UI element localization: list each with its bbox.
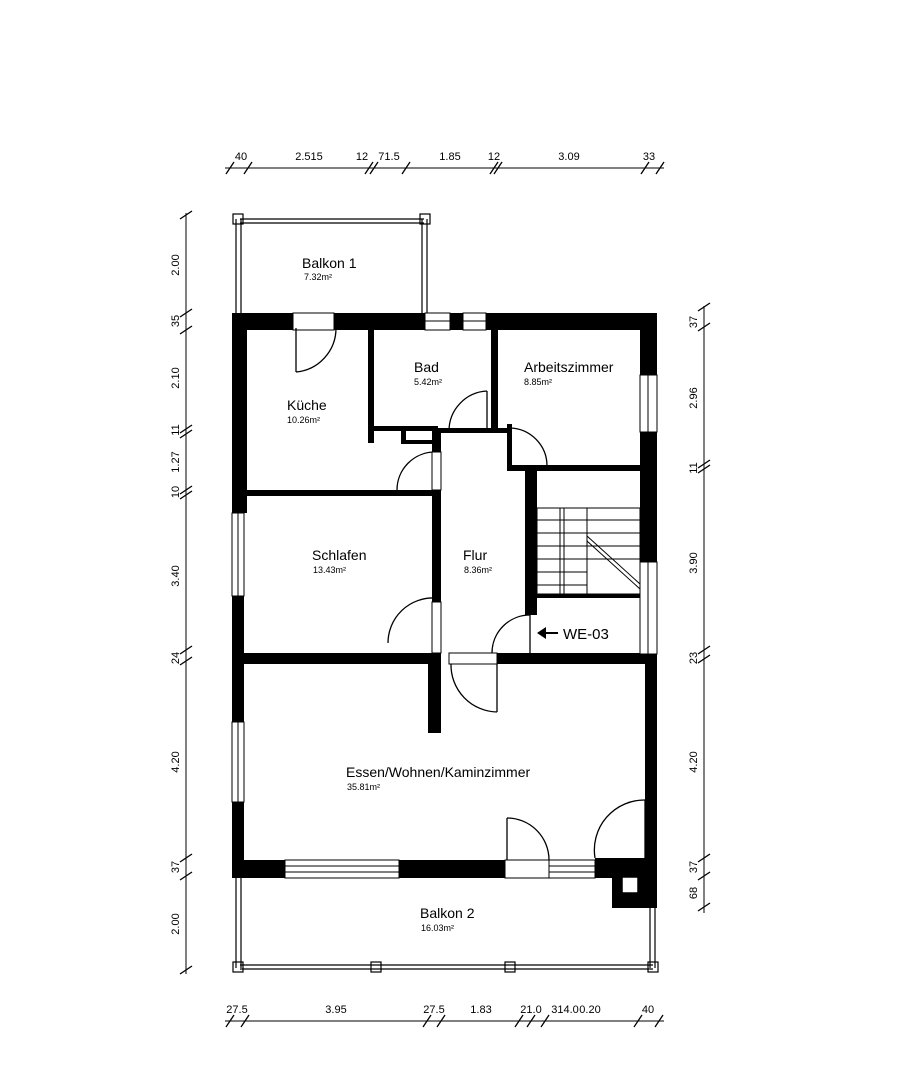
- doors: [295, 327, 646, 879]
- window-living-bottom: [284, 859, 400, 879]
- dim-top-6: 3.09: [558, 151, 579, 163]
- walls: [232, 313, 657, 908]
- room-balkon2: Balkon 2 16.03m²: [420, 905, 475, 933]
- room-kueche-name: Küche: [287, 397, 327, 413]
- door-balcony-2-right: [593, 799, 646, 859]
- dim-right-5: 4.20: [688, 751, 700, 772]
- dim-left-5: 10: [170, 486, 182, 498]
- dim-left-2: 2.10: [170, 367, 182, 388]
- dim-bottom-7: 40: [642, 1004, 654, 1016]
- dim-left-3: 11: [170, 424, 182, 435]
- room-wohnen-area: 35.81m²: [347, 782, 380, 792]
- windows: [231, 312, 658, 879]
- dimension-labels-right: 37 2.96 11 3.90 23 4.20 37 68: [688, 316, 700, 899]
- room-flur: Flur 8.36m²: [463, 547, 492, 575]
- dim-bottom-6: 0.20: [579, 1004, 600, 1016]
- room-balkon2-name: Balkon 2: [420, 905, 475, 921]
- dim-left-0: 2.00: [170, 254, 182, 275]
- dim-right-1: 2.96: [688, 387, 700, 408]
- dim-top-0: 40: [235, 151, 247, 163]
- room-schlafen-name: Schlafen: [312, 547, 366, 563]
- room-wohnen-name: Essen/Wohnen/Kaminzimmer: [346, 764, 530, 780]
- room-arbeitszimmer: Arbeitszimmer 8.85m²: [524, 359, 614, 387]
- unit-label: WE-03: [563, 626, 609, 643]
- room-kueche-area: 10.26m²: [287, 415, 320, 425]
- chimney: [621, 876, 639, 894]
- window-kitchen-top: [292, 312, 335, 331]
- room-flur-name: Flur: [463, 547, 487, 563]
- room-balkon1-area: 7.32m²: [304, 272, 332, 282]
- dim-top-7: 33: [643, 151, 655, 163]
- door-balcony-2-left: [506, 817, 550, 861]
- dim-right-2: 11: [688, 462, 700, 473]
- dim-left-1: 35: [170, 315, 182, 327]
- dim-top-2: 12: [356, 151, 368, 163]
- dim-bottom-3: 1.83: [470, 1004, 491, 1016]
- dim-left-4: 1.27: [170, 451, 182, 472]
- window-living-bottom-2: [548, 859, 596, 879]
- room-kueche: Küche 10.26m²: [287, 397, 327, 425]
- dimension-labels-left: 2.00 35 2.10 11 1.27 10 3.40 24 4.20 37 …: [170, 254, 182, 934]
- entrance-arrow-icon: [537, 627, 558, 639]
- dim-top-3: 71.5: [378, 151, 399, 163]
- room-flur-area: 8.36m²: [464, 565, 492, 575]
- dim-right-4: 23: [688, 652, 700, 664]
- door-entrance: [491, 614, 531, 654]
- dim-left-9: 37: [170, 861, 182, 873]
- balcony-1-outline: [232, 213, 431, 314]
- dim-right-0: 37: [688, 316, 700, 328]
- dim-right-6: 37: [688, 861, 700, 873]
- room-balkon1: Balkon 1 7.32m²: [302, 255, 357, 282]
- dim-bottom-1: 3.95: [325, 1004, 346, 1016]
- door-kitchen: [396, 451, 436, 491]
- door-living: [450, 663, 498, 713]
- room-arbeitszimmer-name: Arbeitszimmer: [524, 359, 614, 375]
- dim-top-5: 12: [488, 151, 500, 163]
- dim-bottom-4: 21.0: [520, 1004, 541, 1016]
- door-office: [509, 427, 548, 467]
- room-balkon2-area: 16.03m²: [421, 923, 454, 933]
- dim-right-7: 68: [688, 887, 700, 899]
- dim-top-1: 2.515: [295, 151, 323, 163]
- dim-left-7: 24: [170, 652, 182, 664]
- door-bath: [448, 390, 488, 432]
- room-bad: Bad 5.42m²: [414, 359, 442, 387]
- dim-bottom-5: 314.0: [551, 1004, 579, 1016]
- room-bad-name: Bad: [414, 359, 439, 375]
- room-schlafen: Schlafen 13.43m²: [312, 547, 366, 575]
- door-kitchen-balcony: [295, 327, 337, 373]
- room-schlafen-area: 13.43m²: [313, 565, 346, 575]
- dim-left-10: 2.00: [170, 913, 182, 934]
- door-bedroom: [387, 597, 436, 644]
- dim-bottom-0: 27.5: [226, 1004, 247, 1016]
- dim-bottom-2: 27.5: [423, 1004, 444, 1016]
- room-wohnen: Essen/Wohnen/Kaminzimmer 35.81m²: [346, 764, 530, 792]
- balcony-2-outline: [232, 878, 659, 973]
- staircase: [536, 507, 641, 595]
- dimension-labels-top: 40 2.515 12 71.5 1.85 12 3.09 33: [235, 151, 655, 163]
- dimension-labels-bottom: 27.5 3.95 27.5 1.83 21.0 314.0 0.20 40: [226, 1004, 654, 1016]
- dim-left-8: 4.20: [170, 751, 182, 772]
- room-balkon1-name: Balkon 1: [302, 255, 357, 271]
- dim-top-4: 1.85: [439, 151, 460, 163]
- room-arbeitszimmer-area: 8.85m²: [524, 377, 552, 387]
- dim-right-3: 3.90: [688, 552, 700, 573]
- dimension-lines: [179, 161, 711, 1028]
- dim-left-6: 3.40: [170, 565, 182, 586]
- room-bad-area: 5.42m²: [414, 377, 442, 387]
